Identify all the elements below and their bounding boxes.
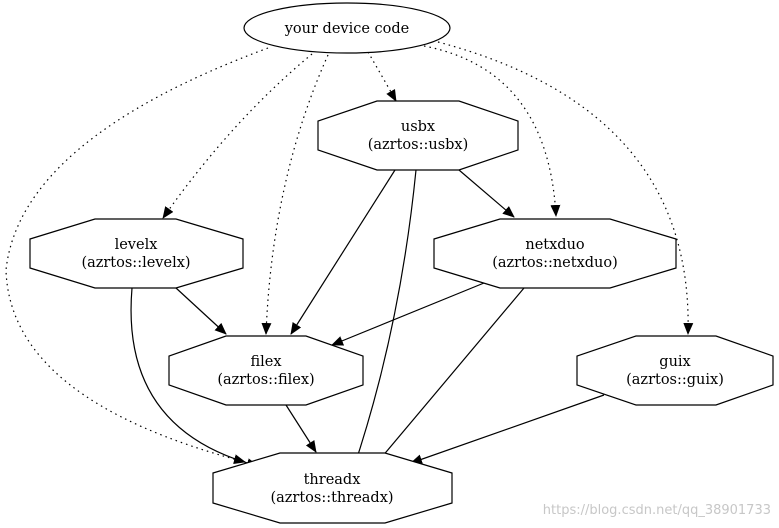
- threadx-name: threadx: [304, 472, 361, 488]
- edge-levelx-to-threadx: [130, 287, 259, 469]
- usbx-target: (azrtos::usbx): [368, 137, 469, 153]
- edge-device-to-filex: [261, 54, 329, 335]
- watermark-text: https://blog.csdn.net/qq_38901733: [542, 503, 771, 518]
- edges-dotted: [5, 41, 694, 465]
- edge-usbx-to-threadx: [351, 169, 417, 471]
- edge-device-to-threadx: [5, 47, 269, 465]
- edges-solid: [130, 169, 605, 471]
- edge-device-to-usbx: [367, 51, 397, 102]
- levelx-target: (azrtos::levelx): [81, 255, 190, 271]
- usbx-name: usbx: [401, 119, 435, 135]
- netxduo-name: netxduo: [525, 237, 584, 253]
- guix-octagon: [576, 335, 774, 406]
- edge-levelx-to-filex: [175, 287, 227, 335]
- guix-target: (azrtos::guix): [626, 372, 724, 388]
- edge-usbx-to-netxduo: [458, 169, 515, 218]
- node-guix: guix (azrtos::guix): [576, 335, 774, 406]
- usbx-octagon: [317, 100, 519, 171]
- edge-usbx-to-filex: [290, 169, 396, 335]
- device-code-label: your device code: [284, 21, 410, 37]
- node-device-code: your device code: [243, 2, 451, 54]
- node-usbx: usbx (azrtos::usbx): [317, 100, 519, 171]
- threadx-target: (azrtos::threadx): [270, 490, 393, 506]
- edge-device-to-guix: [437, 41, 694, 335]
- node-netxduo: netxduo (azrtos::netxduo): [433, 218, 677, 289]
- edge-filex-to-threadx: [285, 404, 317, 453]
- device-code-ellipse: [243, 2, 451, 54]
- node-filex: filex (azrtos::filex): [168, 335, 364, 406]
- threadx-octagon: [212, 452, 453, 524]
- edge-netxduo-to-filex: [331, 282, 485, 346]
- netxduo-octagon: [433, 218, 677, 289]
- netxduo-target: (azrtos::netxduo): [492, 255, 618, 271]
- filex-target: (azrtos::filex): [217, 372, 314, 388]
- edge-device-to-levelx: [162, 53, 313, 219]
- levelx-octagon: [29, 218, 244, 289]
- edge-netxduo-to-threadx: [370, 287, 525, 471]
- levelx-name: levelx: [115, 237, 158, 253]
- guix-name: guix: [659, 354, 690, 370]
- node-threadx: threadx (azrtos::threadx): [212, 452, 453, 524]
- edge-guix-to-threadx: [410, 394, 605, 465]
- filex-octagon: [168, 335, 364, 406]
- node-levelx: levelx (azrtos::levelx): [29, 218, 244, 289]
- filex-name: filex: [250, 354, 281, 370]
